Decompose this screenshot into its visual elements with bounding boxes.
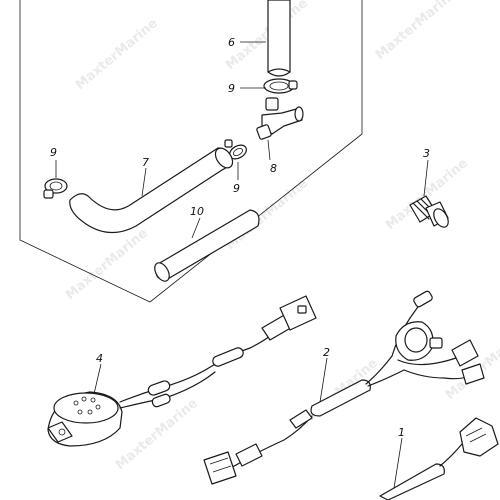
callout-9-left: 9 [50,146,57,159]
callout-2: 2 [323,346,330,359]
callout-leaders [55,41,429,489]
harness-part-2 [310,290,485,417]
harness-part-1 [379,417,499,500]
callout-6: 6 [228,36,235,49]
callout-7: 7 [142,156,149,169]
svg-text:MaxterMarine: MaxterMarine [63,226,151,303]
hose-part-10 [154,209,260,282]
clip-part-9-middle [224,139,247,160]
callout-4: 4 [96,352,103,365]
clip-part-9-top [263,78,298,94]
svg-text:MaxterMarine: MaxterMarine [73,16,161,93]
callout-8: 8 [270,162,277,175]
svg-text:MaxterMarine: MaxterMarine [443,326,500,403]
hose-part-7 [69,147,234,234]
clip-part-9-left [43,178,68,199]
t-fitting-part-8 [256,97,304,140]
fitting-part-3 [409,195,449,228]
callout-3: 3 [423,147,430,160]
svg-text:MaxterMarine: MaxterMarine [223,0,311,73]
callout-1: 1 [398,426,405,439]
buzzer-part-4 [47,295,317,447]
connector-lower-middle [203,409,313,485]
hose-part-6 [267,0,291,77]
callout-9-top: 9 [228,82,235,95]
svg-text:MaxterMarine: MaxterMarine [113,396,201,473]
callout-9-middle: 9 [233,182,240,195]
group-outline [19,0,363,303]
svg-text:MaxterMarine: MaxterMarine [373,0,461,63]
callout-10: 10 [190,205,204,218]
